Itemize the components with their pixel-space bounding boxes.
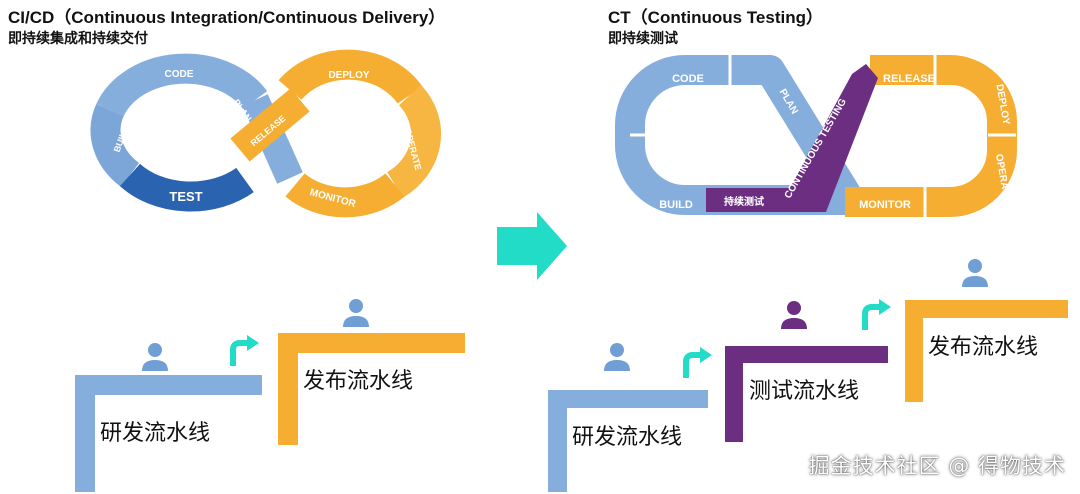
cicd-infinity-loop: CODE BUILD TEST PLAN RELEASE DEPLOY OPER…	[90, 49, 442, 218]
ct-pipelines: 研发流水线 测试流水线 发布流水线	[548, 259, 1068, 492]
cicd-dev-pipeline-label: 研发流水线	[100, 421, 210, 446]
turn-arrow-icon	[862, 299, 891, 330]
ct-release-pipeline-shape	[905, 300, 1068, 402]
transition-arrow-icon	[497, 212, 567, 280]
person-icon	[962, 259, 988, 287]
test-pipeline-shape	[725, 346, 888, 442]
tester-person-icon	[781, 301, 807, 329]
cicd-test-label: TEST	[169, 189, 202, 204]
release-segment	[230, 88, 310, 162]
ct-ring-left	[615, 55, 865, 215]
monitor-segment	[285, 173, 405, 218]
deploy-segment	[278, 49, 423, 105]
ct-subtitle: 即持续测试	[608, 30, 678, 47]
ct-title: CT（Continuous Testing）	[608, 8, 823, 27]
dev-pipeline-shape	[75, 375, 262, 492]
ct-dev-pipeline-shape	[548, 390, 708, 492]
left-title-block: CI/CD（Continuous Integration/Continuous …	[8, 8, 445, 47]
ct-release-pipeline-label: 发布流水线	[928, 335, 1038, 360]
cicd-subtitle: 即持续集成和持续交付	[8, 30, 148, 47]
cicd-code-label: CODE	[165, 69, 194, 80]
cicd-ring-right	[230, 49, 442, 218]
ct-test-pipeline-label: 测试流水线	[749, 379, 859, 404]
ct-infinity-loop: CODE BUILD PLAN CONTINUOUS TESTING 持续测试 …	[615, 55, 1017, 217]
ct-release-label: RELEASE	[883, 73, 935, 85]
test-segment	[119, 163, 254, 212]
cicd-release-pipeline-label: 发布流水线	[303, 369, 413, 394]
continuous-testing-band	[706, 64, 878, 212]
operate-segment	[386, 84, 442, 198]
build-segment	[90, 103, 140, 188]
cicd-title: CI/CD（Continuous Integration/Continuous …	[8, 8, 446, 27]
ct-build-label: BUILD	[659, 199, 693, 211]
release-pipeline-shape	[278, 333, 465, 445]
person-icon	[142, 343, 168, 371]
watermark: 掘金技术社区 @ 得物技术	[808, 454, 1066, 478]
person-icon	[604, 343, 630, 371]
ct-monitor-label: MONITOR	[859, 199, 911, 211]
ct-chinese-label: 持续测试	[724, 195, 764, 208]
cicd-pipelines: 研发流水线 发布流水线	[75, 299, 465, 492]
turn-arrow-icon	[683, 347, 712, 378]
turn-arrow-icon	[230, 335, 259, 366]
ct-dev-pipeline-label: 研发流水线	[572, 425, 682, 450]
code-segment	[96, 53, 268, 117]
ct-code-label: CODE	[672, 73, 704, 85]
cicd-deploy-label: DEPLOY	[328, 70, 369, 81]
right-title-block: CT（Continuous Testing） 即持续测试	[608, 8, 823, 47]
person-icon	[343, 299, 369, 327]
